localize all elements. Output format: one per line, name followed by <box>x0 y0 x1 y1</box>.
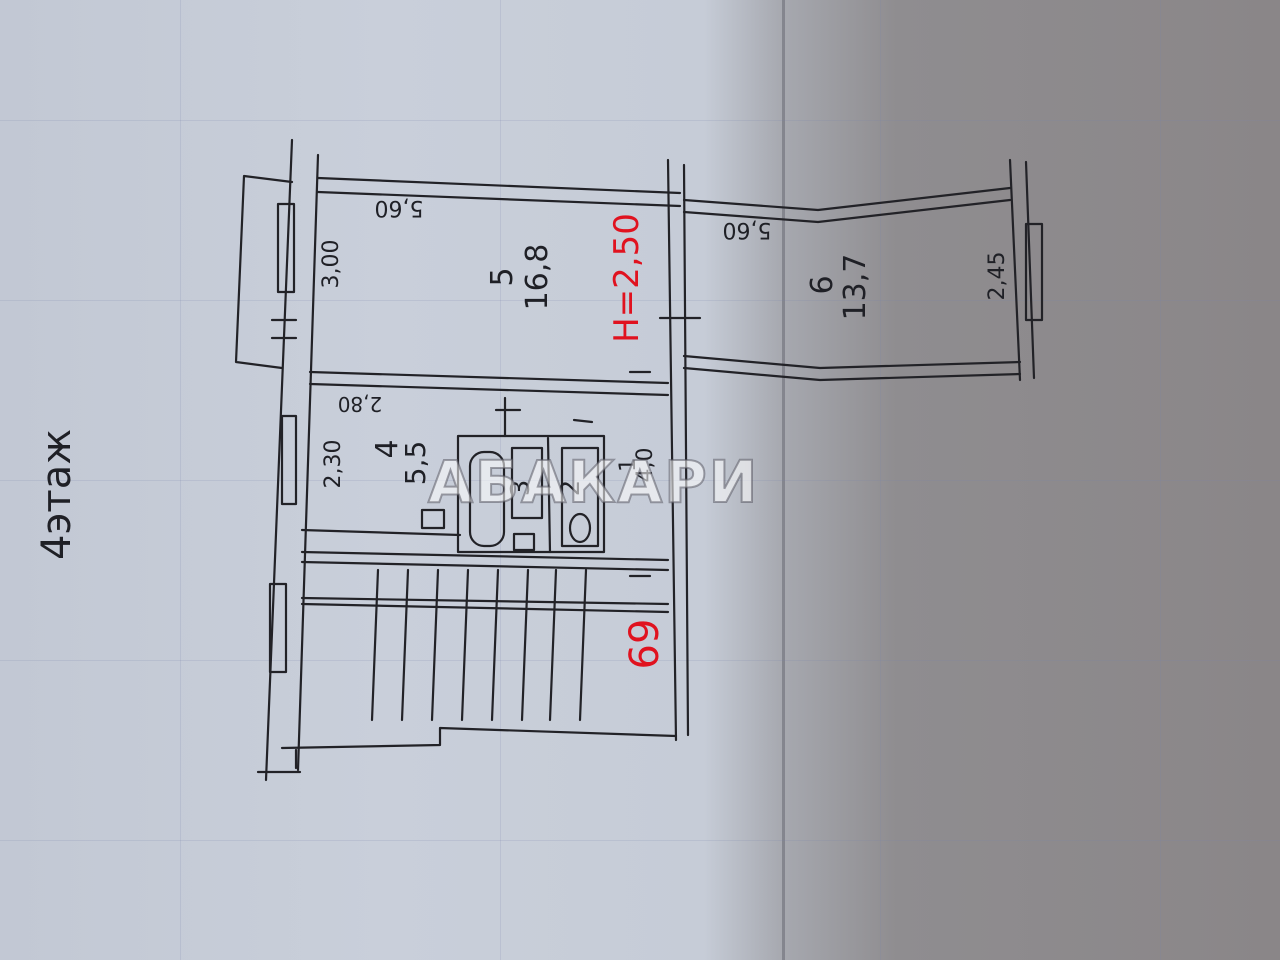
wall <box>682 366 1022 382</box>
door-mark <box>572 418 594 424</box>
grid-line <box>0 120 1280 121</box>
balcony <box>234 174 294 370</box>
partition <box>300 550 670 562</box>
room-5-number: 5 <box>485 267 520 287</box>
room-6-length-dim: 5,60 <box>722 217 772 242</box>
wall <box>682 354 1022 370</box>
grid-line <box>0 300 1280 301</box>
page-fold <box>782 0 785 960</box>
outer-wall <box>296 153 320 772</box>
grid-line <box>1160 0 1161 960</box>
window <box>280 414 298 506</box>
ceiling-height-label: H=2,50 <box>607 213 647 343</box>
room-4-length-dim: 2,80 <box>337 392 383 416</box>
stove <box>420 508 446 530</box>
grid-line <box>180 0 181 960</box>
wall <box>682 198 1012 224</box>
outer-wall <box>264 138 294 782</box>
window <box>268 582 288 674</box>
center-wall <box>666 158 678 742</box>
partition <box>308 370 670 385</box>
room-4-number: 4 <box>370 439 405 459</box>
wall <box>316 176 682 195</box>
fixture <box>512 532 536 552</box>
room-4-area: 5,5 <box>399 440 432 486</box>
room-6-area: 13,7 <box>838 253 873 321</box>
room-5-width-dim: 3,00 <box>319 239 344 289</box>
stair-steps <box>370 568 588 722</box>
wall <box>280 726 678 750</box>
partition <box>308 382 670 397</box>
window <box>276 202 296 294</box>
grid-line <box>0 660 1280 661</box>
stair-landing <box>300 596 670 606</box>
toilet-area <box>560 446 600 548</box>
grid-line <box>0 840 1280 841</box>
partition <box>300 528 462 537</box>
sink-area <box>510 446 544 520</box>
grid-line <box>880 0 881 960</box>
toilet-bowl <box>568 512 592 544</box>
grid-line <box>0 480 1280 481</box>
grid-line <box>500 0 501 960</box>
watermark: АБАКАРИ <box>427 447 760 517</box>
room-5-area: 16,8 <box>520 243 555 311</box>
room-6-width-dim: 2,45 <box>985 251 1010 301</box>
window <box>1024 222 1044 322</box>
total-area-label: 69 <box>622 618 668 670</box>
bathroom-block <box>456 434 606 554</box>
wall <box>682 186 1012 212</box>
room-6-number: 6 <box>805 275 840 295</box>
center-wall <box>682 163 690 737</box>
outer-wall <box>1024 160 1036 380</box>
stair-landing <box>300 602 670 614</box>
bathroom-divider <box>546 436 552 554</box>
partition <box>300 560 670 572</box>
floor-label: 4этаж <box>34 428 80 560</box>
outer-wall <box>1008 158 1022 382</box>
room-4-width-dim: 2,30 <box>321 439 346 489</box>
room-5-length-dim: 5,60 <box>374 195 424 220</box>
bathtub <box>468 450 506 548</box>
wall <box>316 190 682 208</box>
